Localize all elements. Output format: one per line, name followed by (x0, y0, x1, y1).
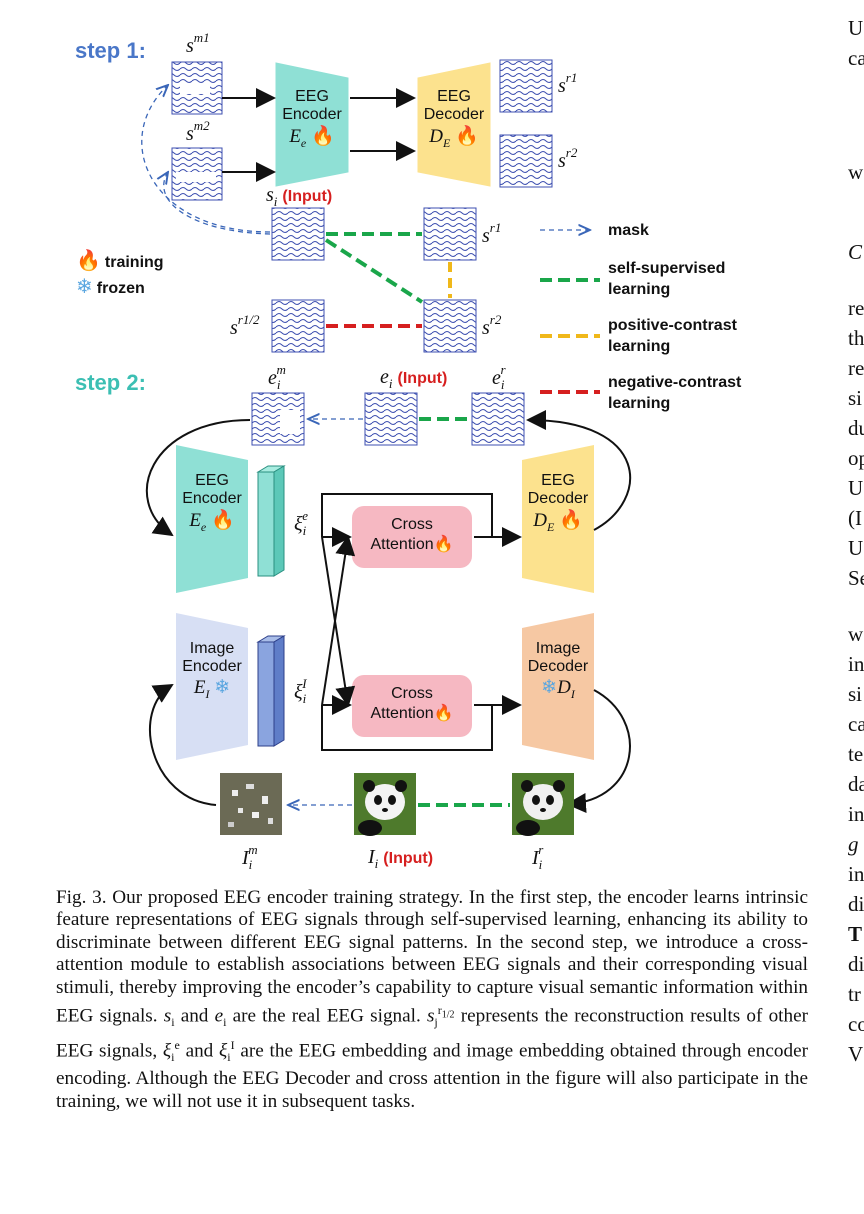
rcol-line: g (848, 832, 859, 856)
signal-smi2 (171, 147, 223, 201)
snowflake-icon: ❄ (76, 276, 93, 298)
rcol-line: in (848, 652, 864, 676)
signal-sri1 (499, 59, 553, 113)
eeg-encoder-step1 (275, 62, 349, 187)
fire-icon: 🔥 (433, 705, 454, 722)
rcol-line: co (848, 1012, 864, 1036)
signal-sj (271, 299, 325, 353)
label-emi: eim (268, 362, 286, 392)
image-embedding-bar (256, 635, 286, 747)
image-encoder-label: Image Encoder EI ❄ (182, 640, 242, 701)
rcol-line: in (848, 862, 864, 886)
signal-sri2-b (423, 299, 477, 353)
rcol-line: th (848, 326, 864, 350)
rcol-line: te (848, 742, 864, 766)
signal-eri (471, 392, 525, 446)
eeg-encoder-step2 (176, 445, 248, 593)
rcol-line: V (848, 1042, 864, 1066)
eeg-encoder-step2-label: EEG Encoder Ee 🔥 (182, 472, 242, 534)
cross-attention-bottom-label: Cross Attention🔥 (370, 685, 454, 722)
rcol-line: si (848, 682, 863, 706)
figure-diagram (141, 59, 632, 836)
rcol-line: U (848, 16, 864, 40)
signal-ei-input (364, 392, 418, 446)
rcol-line: in (848, 802, 864, 826)
rcol-line: ca (848, 46, 864, 70)
step1-label: step 1: (75, 38, 146, 63)
rcol-line: U (848, 536, 864, 560)
eeg-decoder-step2 (522, 445, 594, 593)
label-sri1-b: sr1 (482, 220, 502, 247)
signal-sri2 (499, 134, 553, 188)
label-smi1: sm1 (186, 30, 210, 57)
label-imi: Iim (242, 842, 258, 872)
label-si-input: si (Input) (266, 184, 333, 209)
image-decoder (522, 613, 594, 760)
label-iri: Iir (532, 842, 544, 872)
image-encoder (176, 613, 248, 760)
image-panda-input (354, 773, 416, 836)
fire-icon: 🔥 (211, 510, 235, 531)
rcol-line: w (848, 622, 864, 646)
fire-icon: 🔥 (76, 250, 101, 272)
signal-smi1 (171, 61, 223, 115)
rcol-line: op (848, 446, 864, 470)
label-sri1: sr1 (558, 70, 578, 97)
label-ii-input: Ii (Input) (368, 846, 434, 871)
eeg-embedding-bar (256, 465, 286, 577)
rcol-line: tr (848, 982, 861, 1006)
rcol-line: di (848, 952, 864, 976)
figure-caption: Fig. 3. Our proposed EEG encoder trainin… (56, 887, 808, 1112)
label-xi-e: ξie (294, 508, 308, 538)
signal-sri1-b (423, 207, 477, 261)
label-sri2: sr2 (558, 145, 578, 172)
fire-icon: 🔥 (433, 536, 454, 553)
rcol-line: (I (848, 506, 862, 530)
label-smi2: sm2 (186, 118, 210, 145)
eeg-encoder-step1-label: EEG Encoder Ee 🔥 (282, 88, 342, 150)
legend-frozen: ❄ frozen (76, 276, 145, 298)
snowflake-icon: ❄ (214, 677, 231, 698)
rcol-line: T (848, 922, 863, 946)
cross-attention-top-label: Cross Attention🔥 (370, 516, 454, 553)
label-sri2-b: sr2 (482, 312, 502, 339)
snowflake-icon: ❄ (541, 677, 558, 698)
step2-label: step 2: (75, 370, 146, 395)
rcol-line: di (848, 892, 864, 916)
legend-training: 🔥 training (76, 250, 164, 272)
label-sj: sr1/2 (230, 312, 260, 339)
eeg-decoder-step1 (417, 62, 491, 187)
rcol-line: U (848, 476, 864, 500)
image-decoder-label: Image Decoder ❄DI (527, 640, 589, 701)
rcol-line: si (848, 386, 863, 410)
legend-mask: mask (608, 222, 649, 239)
signal-si-input (271, 207, 325, 261)
rcol-line: du (848, 416, 864, 440)
label-xi-i: ξiI (294, 676, 307, 706)
rcol-line: re (848, 296, 864, 320)
image-masked (220, 773, 282, 835)
label-ei-input: ei (Input) (380, 366, 448, 391)
rcol-line: ca (848, 712, 864, 736)
eeg-decoder-step1-label: EEG Decoder DE 🔥 (423, 88, 485, 150)
fire-icon: 🔥 (455, 126, 479, 147)
fire-icon: 🔥 (559, 510, 583, 531)
fire-icon: 🔥 (311, 126, 335, 147)
eeg-decoder-step2-label: EEG Decoder DE 🔥 (527, 472, 589, 534)
cross-attention-top (352, 506, 472, 568)
rcol-line: C (848, 240, 863, 264)
rcol-line: re (848, 356, 864, 380)
rcol-line: Se (848, 566, 864, 590)
rcol-line: da (848, 772, 864, 796)
cross-attention-bottom (352, 675, 472, 737)
signal-emi (251, 392, 305, 446)
label-eri: eir (492, 362, 506, 392)
rcol-line: w (848, 160, 864, 184)
image-panda-recon (512, 773, 574, 836)
